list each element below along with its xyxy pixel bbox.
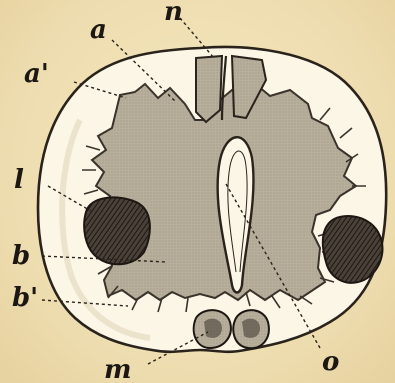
ventral-body-right-core: [242, 319, 260, 338]
lateral-mass-right: [323, 216, 383, 283]
ventral-body-left-core: [204, 319, 222, 338]
label-o: o: [322, 347, 339, 377]
lateral-mass-left: [84, 197, 150, 264]
label-a-prime: a': [24, 59, 49, 89]
label-b: b: [12, 241, 30, 271]
dorsal-column-left: [196, 56, 222, 122]
label-n: n: [164, 0, 183, 27]
label-a: a: [90, 15, 107, 45]
label-l: l: [14, 165, 24, 195]
label-b-prime: b': [12, 283, 38, 313]
label-m: m: [104, 355, 132, 383]
